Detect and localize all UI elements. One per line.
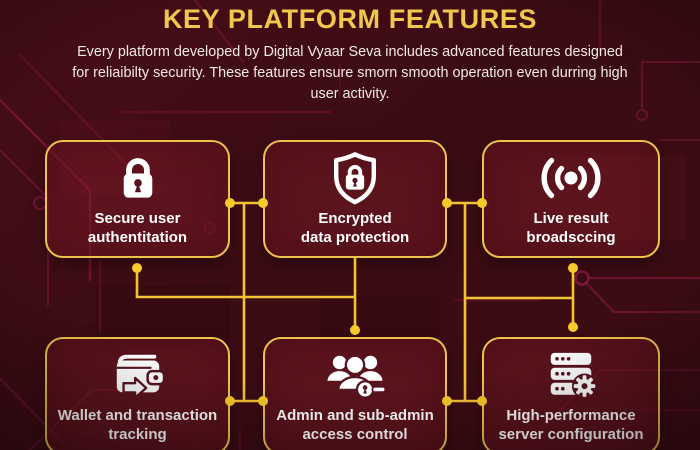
page-subtitle: Every platform developed by Digital Vyaa… — [72, 44, 628, 102]
wallet-arrow-icon — [109, 346, 167, 403]
feature-card-admin-access-control: Admin and sub-admin access control — [263, 337, 447, 450]
feature-label: Live result broadsccing — [526, 210, 616, 247]
feature-card-secure-user-authentitation: Secure user authentitation — [45, 140, 230, 258]
padlock-icon — [113, 149, 163, 206]
feature-label: Secure user authentitation — [87, 210, 188, 247]
feature-card-encrypted-data-protection: Encrypted data protection — [263, 140, 447, 258]
feature-label: High-performance server configuration — [498, 407, 644, 444]
feature-card-live-result-broadsccing: Live result broadsccing — [482, 140, 660, 258]
admin-group-key-icon — [324, 346, 386, 403]
header: KEY PLATFORM FEATURES Every platform dev… — [0, 0, 700, 105]
feature-label: Wallet and transaction tracking — [57, 407, 218, 444]
server-gear-icon — [542, 346, 600, 403]
page-title: KEY PLATFORM FEATURES — [162, 4, 538, 34]
broadcast-icon — [539, 149, 603, 206]
shield-lock-icon — [328, 149, 382, 206]
feature-card-high-performance-server: High-performance server configuration — [482, 337, 660, 450]
feature-label: Encrypted data protection — [300, 210, 410, 247]
feature-label: Admin and sub-admin access control — [276, 407, 434, 444]
feature-card-wallet-transaction-tracking: Wallet and transaction tracking — [45, 337, 230, 450]
